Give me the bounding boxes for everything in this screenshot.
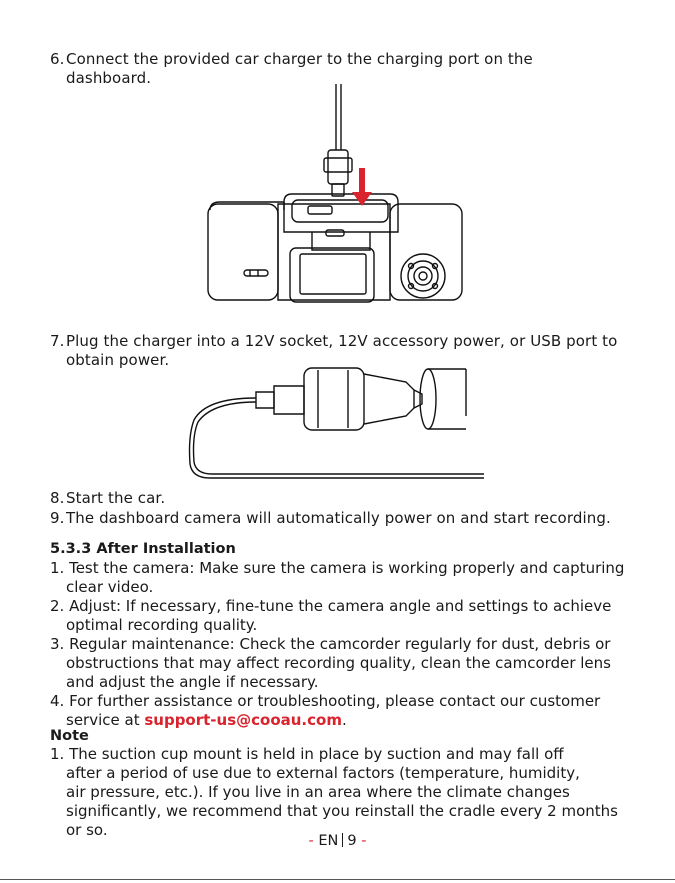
bottom-rule: [0, 879, 675, 880]
item-text: 1. Test the camera: Make sure the camera…: [50, 559, 625, 577]
step-text: Connect the provided car charger to the …: [66, 50, 533, 68]
step-number: 7.: [50, 332, 65, 350]
item-text-cont: service at support-us@cooau.com.: [50, 711, 640, 730]
item-text: 2. Adjust: If necessary, fine-tune the c…: [50, 597, 612, 615]
note-heading: Note: [50, 728, 89, 744]
step-8: 8.Start the car.: [50, 489, 640, 508]
service-suffix: .: [341, 711, 347, 729]
item-text-cont: obstructions that may affect recording q…: [66, 654, 611, 672]
item-text-cont: and adjust the angle if necessary.: [66, 673, 319, 691]
note-line: air pressure, etc.). If you live in an a…: [66, 783, 570, 801]
step-number: 8.: [50, 489, 65, 507]
step-6: 6.Connect the provided car charger to th…: [50, 50, 640, 88]
footer-divider: [342, 833, 344, 847]
page-number: 9: [347, 833, 357, 849]
footer-dash-right: -: [361, 833, 367, 849]
list-item: 3. Regular maintenance: Check the camcor…: [50, 635, 640, 692]
note-line: significantly, we recommend that you rei…: [66, 802, 618, 820]
step-text-cont: obtain power.: [66, 351, 170, 369]
note-line: after a period of use due to external fa…: [66, 764, 580, 782]
footer-dash-left: -: [308, 833, 314, 849]
section-heading: 5.3.3 After Installation: [50, 541, 236, 557]
item-text-cont: clear video.: [66, 578, 154, 596]
item-text-cont: optimal recording quality.: [66, 616, 258, 634]
step-text-cont: dashboard.: [66, 69, 152, 87]
item-text: 3. Regular maintenance: Check the camcor…: [50, 635, 611, 653]
step-text: The dashboard camera will automatically …: [66, 509, 611, 527]
red-arrow-icon: [352, 168, 372, 206]
support-email-link[interactable]: support-us@cooau.com: [144, 711, 342, 729]
list-item: 1. Test the camera: Make sure the camera…: [50, 559, 640, 597]
item-text: 4. For further assistance or troubleshoo…: [50, 692, 601, 710]
note-line: 1. The suction cup mount is held in plac…: [50, 745, 564, 763]
step-7: 7.Plug the charger into a 12V socket, 12…: [50, 332, 640, 370]
step-number: 6.: [50, 50, 65, 68]
after-installation-list: 1. Test the camera: Make sure the camera…: [50, 559, 640, 730]
service-prefix: service at: [66, 711, 145, 729]
step-text: Plug the charger into a 12V socket, 12V …: [66, 332, 618, 350]
car-charger-plug-illustration: [188, 367, 484, 479]
list-item: 4. For further assistance or troubleshoo…: [50, 692, 640, 730]
note-list: 1. The suction cup mount is held in plac…: [50, 745, 640, 840]
step-9: 9.The dashboard camera will automaticall…: [50, 509, 640, 528]
step-number: 9.: [50, 509, 65, 527]
page-footer: - EN 9 -: [0, 832, 675, 851]
dashcam-charger-illustration: [207, 84, 463, 303]
list-item: 2. Adjust: If necessary, fine-tune the c…: [50, 597, 640, 635]
note-line: or so.: [66, 821, 108, 839]
step-text: Start the car.: [66, 489, 166, 507]
footer-lang: EN: [318, 833, 339, 849]
